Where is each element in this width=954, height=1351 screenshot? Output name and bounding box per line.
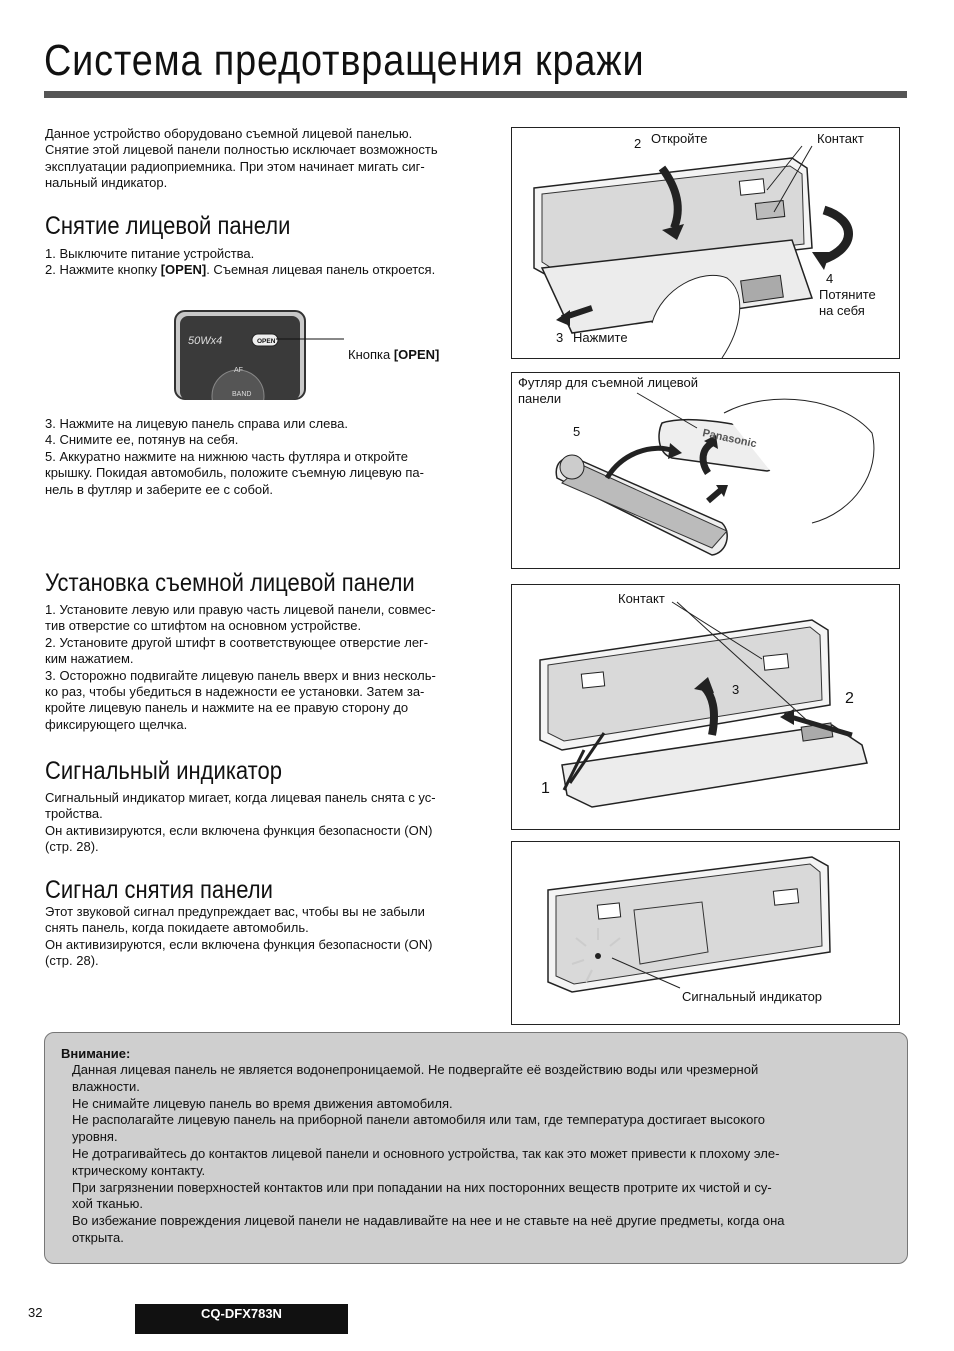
power-rating-text: 50Wx4	[188, 335, 222, 347]
open-button-label: OPEN	[257, 338, 276, 345]
install-steps: 1. Установите левую или правую часть лиц…	[45, 602, 436, 732]
heading-install-panel: Установка съемной лицевой панели	[45, 569, 415, 597]
figure-install-drawing	[539, 601, 868, 808]
fig3-contact-label: Контакт	[618, 591, 665, 606]
figure-remove-panel: 2 Откройте Контакт 4 Потяните на себя 3 …	[511, 127, 900, 359]
remove-steps-1-2: 1. Выключите питание устройства. 2. Нажм…	[45, 246, 436, 278]
warning-title: Внимание:	[61, 1046, 131, 1061]
intro-paragraph: Данное устройство оборудовано съемной ли…	[45, 126, 438, 191]
af-label: AF	[234, 367, 243, 374]
fig1-step3-number: 3	[556, 330, 564, 345]
alarm-text: Этот звуковой сигнал предупреждает вас, …	[45, 904, 433, 969]
open-button[interactable]	[251, 333, 279, 347]
callout-line	[276, 338, 344, 340]
heading-removal-alarm: Сигнал снятия панели	[45, 876, 273, 904]
figure-indicator: Сигнальный индикатор	[511, 841, 900, 1025]
band-label: BAND	[232, 391, 251, 398]
figure-remove-panel-drawing	[533, 145, 853, 359]
indicator-flash-lines	[571, 928, 621, 983]
figure-case: Panasonic Футляр для съемной лицевой пан…	[511, 372, 900, 569]
fig1-contact-label: Контакт	[817, 131, 864, 146]
fig2-step5-number: 5	[573, 424, 581, 439]
figure-install: Контакт 3 2 1	[511, 584, 900, 830]
indicator-text: Сигнальный индикатор мигает, когда лицев…	[45, 790, 436, 855]
fig4-indicator-label: Сигнальный индикатор	[682, 989, 823, 1004]
remove-steps-3-5: 3. Нажмите на лицевую панель справа или …	[45, 416, 424, 497]
warning-box	[44, 1032, 908, 1264]
page-number: 32	[28, 1305, 43, 1320]
open-button-illustration: 50Wx4 OPEN AF BAND	[174, 310, 306, 400]
fig1-step2-number: 2	[634, 136, 642, 151]
fig1-press-label: Нажмите	[573, 330, 628, 345]
fig3-step3-number: 3	[732, 682, 740, 697]
fig1-pull-label: Потяните на себя	[819, 287, 876, 318]
heading-indicator: Сигнальный индикатор	[45, 757, 282, 785]
page-title: Система предотвращения кражи	[44, 36, 645, 85]
model-badge: CQ-DFX783N	[135, 1304, 348, 1334]
fig1-step4-number: 4	[826, 271, 834, 286]
figure-indicator-drawing	[547, 856, 831, 993]
heading-remove-panel: Снятие лицевой панели	[45, 212, 291, 240]
fig3-step1-number: 1	[541, 780, 550, 797]
open-button-caption: Кнопка [OPEN]	[348, 331, 439, 363]
open-button-caption-text: Кнопка [OPEN]	[348, 347, 440, 362]
fig2-case-label: Футляр для съемной лицевой панели	[518, 375, 699, 406]
fig1-open-label: Откройте	[651, 131, 708, 146]
title-underline	[44, 91, 907, 98]
figure-case-drawing: Panasonic	[555, 392, 875, 556]
fig3-step2-number: 2	[845, 690, 854, 707]
warning-body: Данная лицевая панель не является водоне…	[72, 1062, 785, 1245]
